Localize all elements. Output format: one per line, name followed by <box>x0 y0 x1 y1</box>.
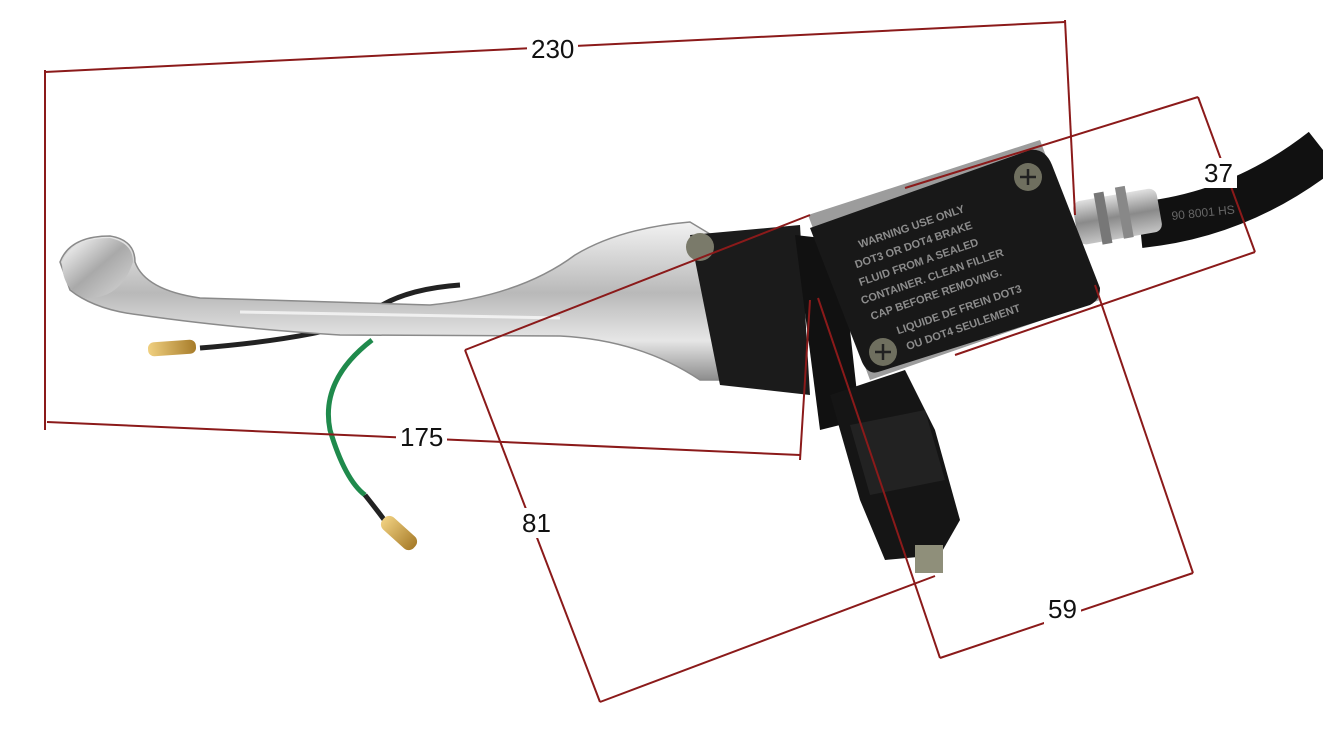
extension-line-right <box>1064 19 1076 216</box>
extension-line-81-bottom <box>599 575 936 703</box>
extension-line-81-top <box>464 214 811 351</box>
hose-text: 90 8001 HS <box>1171 202 1236 223</box>
dimension-label-175: 175 <box>396 422 448 452</box>
dimension-label-59: 59 <box>1044 594 1081 624</box>
dimension-label-230: 230 <box>527 34 579 64</box>
brass-connector-upper <box>147 339 197 357</box>
handlebar-clamp <box>830 370 960 573</box>
brass-connector-lower <box>380 515 418 551</box>
extension-line-175 <box>799 299 811 461</box>
reservoir-cap: WARNING USE ONLY DOT3 OR DOT4 BRAKE FLUI… <box>808 140 1100 380</box>
dimension-label-37: 37 <box>1200 158 1237 188</box>
extension-line-59-right <box>1094 284 1194 574</box>
banjo-fitting <box>1073 185 1162 245</box>
extension-line-59-left <box>817 297 941 659</box>
dimension-label-81: 81 <box>518 508 555 538</box>
